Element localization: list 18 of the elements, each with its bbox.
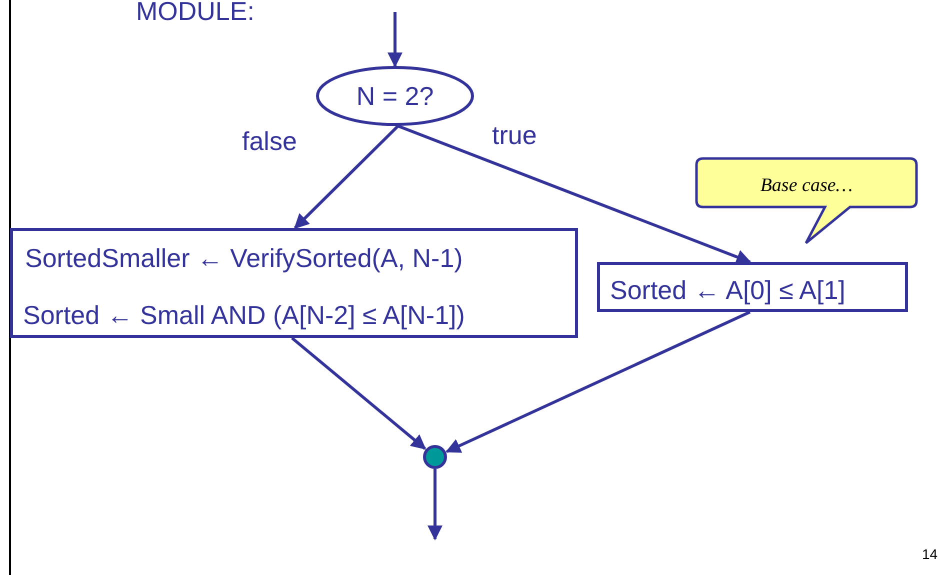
decision-text: N = 2? bbox=[355, 81, 435, 111]
process-box bbox=[10, 228, 578, 338]
page-number: 14 bbox=[922, 546, 938, 562]
module-heading: MODULE: bbox=[136, 0, 254, 27]
callout-text: Base case… bbox=[759, 174, 854, 198]
arrow bbox=[291, 336, 426, 450]
statement-text: Sorted ← Small AND (A[N-2] ≤ A[N-1]) bbox=[23, 300, 465, 330]
arrow bbox=[445, 310, 751, 453]
junction-circle bbox=[423, 445, 447, 469]
callout-bubble bbox=[695, 157, 918, 245]
arrow bbox=[428, 469, 442, 540]
statement-text: SortedSmaller ← VerifySorted(A, N-1) bbox=[25, 243, 463, 273]
decision-ellipse bbox=[316, 66, 474, 126]
process-box bbox=[597, 262, 908, 312]
arrow bbox=[388, 12, 402, 68]
statement-text: Sorted ← A[0] ≤ A[1] bbox=[610, 275, 846, 305]
arrow bbox=[294, 124, 400, 230]
arrow bbox=[397, 124, 752, 264]
